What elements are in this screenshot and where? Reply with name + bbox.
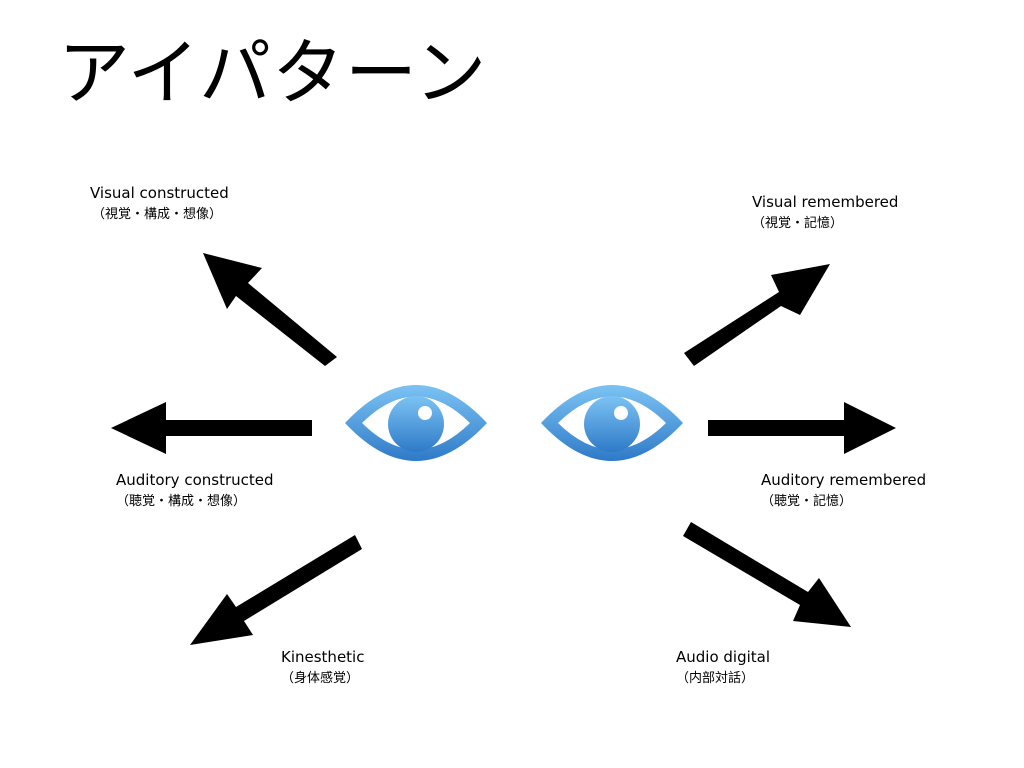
label-visual-remembered: Visual remembered （視覚・記憶） [752, 192, 898, 234]
visual-constructed-label: Visual constructed [90, 184, 229, 202]
arrow-auditory-constructed [111, 402, 312, 454]
label-auditory-remembered: Auditory remembered （聴覚・記憶） [761, 470, 926, 512]
kinesthetic-label: Kinesthetic [281, 648, 365, 666]
visual-remembered-sublabel: （視覚・記憶） [752, 216, 844, 231]
arrow-auditory-remembered [708, 402, 896, 454]
label-auditory-constructed: Auditory constructed （聴覚・構成・想像） [116, 470, 274, 512]
label-audio-digital: Audio digital （内部対話） [676, 647, 770, 689]
eye-icon [345, 385, 487, 461]
arrow-visual-remembered [684, 264, 830, 366]
visual-constructed-sublabel: （視覚・構成・想像） [92, 207, 223, 222]
slide-title: アイパターン [58, 31, 488, 115]
arrow-visual-constructed [203, 253, 337, 366]
arrow-audio-digital [683, 522, 851, 627]
auditory-remembered-label: Auditory remembered [761, 471, 927, 489]
arrow-kinesthetic [190, 535, 362, 645]
audio-digital-label: Audio digital [676, 648, 771, 666]
kinesthetic-sublabel: （身体感覚） [281, 671, 360, 686]
label-visual-constructed: Visual constructed （視覚・構成・想像） [90, 183, 229, 225]
audio-digital-sublabel: （内部対話） [676, 671, 755, 686]
eye-icon [541, 385, 683, 461]
visual-remembered-label: Visual remembered [752, 193, 899, 211]
auditory-constructed-sublabel: （聴覚・構成・想像） [116, 494, 247, 509]
label-kinesthetic: Kinesthetic （身体感覚） [281, 647, 364, 689]
auditory-constructed-label: Auditory constructed [116, 471, 274, 489]
auditory-remembered-sublabel: （聴覚・記憶） [761, 494, 853, 509]
